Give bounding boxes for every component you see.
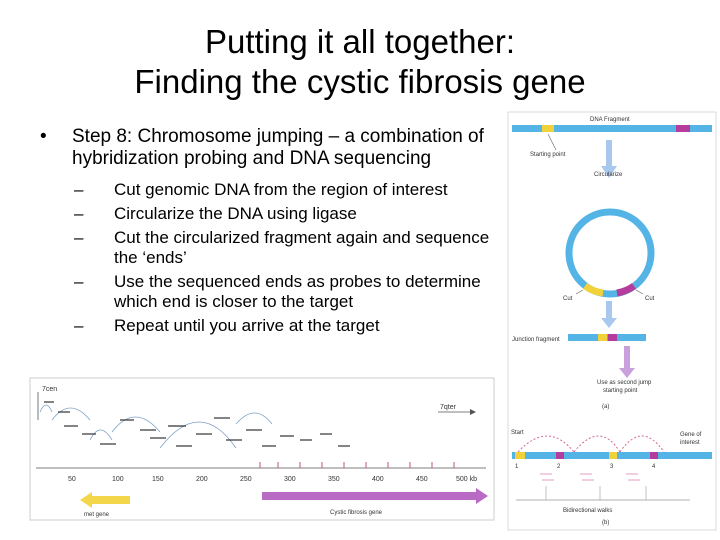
walk-number-2: 2 (557, 464, 561, 470)
probe-dashes (44, 401, 350, 447)
sub-bullet-text: Circularize the DNA using ligase (114, 204, 357, 223)
axis-tick-50: 50 (68, 476, 76, 483)
panel-a-label: (a) (602, 404, 609, 410)
starting-point-label: Starting point (530, 152, 566, 158)
gene-of-interest-label-1: Gene of (680, 432, 702, 438)
walk-marker-3 (609, 452, 617, 459)
sub-bullet-4: – Use the sequenced ends as probes to det… (74, 272, 510, 312)
sub-bullet-list: – Cut genomic DNA from the region of inte… (40, 180, 510, 336)
down-arrow-1-head (601, 166, 617, 178)
axis-tick-200: 200 (196, 476, 208, 483)
cut-left-leader (575, 289, 584, 295)
sub-bullet-1: – Cut genomic DNA from the region of inte… (74, 180, 510, 200)
jump-arc (111, 416, 161, 433)
axis-tick-500: 500 kb (456, 476, 477, 483)
bullet-list: • Step 8: Chromosome jumping – a combina… (40, 126, 510, 340)
dna-fragment-label: DNA Fragment (590, 117, 630, 123)
starting-point-marker (542, 125, 554, 132)
sub-bullet-marker: – (74, 204, 84, 223)
jump-arc (159, 421, 237, 449)
start-label: Start (511, 430, 524, 436)
met-gene-arrow (80, 492, 130, 508)
sub-bullet-text: Cut the circularized fragment again and … (114, 228, 490, 267)
sub-bullet-text: Repeat until you arrive at the target (114, 316, 380, 335)
axis-tick-150: 150 (152, 476, 164, 483)
sub-bullet-2: – Circularize the DNA using ligase (74, 204, 510, 224)
title-line-1: Putting it all together: (204, 23, 516, 60)
panel-b-label: (b) (602, 520, 609, 526)
starting-point-leader (547, 133, 557, 151)
jump-arcs (39, 404, 273, 449)
jump-arc (89, 429, 113, 441)
walk-start-marker (515, 452, 525, 459)
cf-gene-label: Cystic fibrosis gene (330, 510, 383, 516)
use-as-second-label: Use as second jump (597, 380, 652, 386)
cut-left-label: Cut (563, 296, 573, 302)
walk-marker-4 (650, 452, 658, 459)
circularize-label: Circularize (594, 172, 623, 178)
axis-tick-400: 400 (372, 476, 384, 483)
met-gene-label: met gene (84, 512, 110, 518)
dna-fragment-band (512, 125, 712, 132)
sub-bullet-marker: – (74, 316, 84, 335)
main-bullet-text: Step 8: Chromosome jumping – a combinati… (72, 126, 484, 169)
walk-arc-3 (619, 435, 665, 453)
axis-tick-350: 350 (328, 476, 340, 483)
axis-tick-100: 100 (112, 476, 124, 483)
walk-marker-2 (556, 452, 564, 459)
down-arrow-2 (606, 301, 612, 318)
gene-of-interest-label-2: interest (680, 440, 700, 446)
title-line-2: Finding the cystic fibrosis gene (134, 63, 586, 100)
axis-tick-300: 300 (284, 476, 296, 483)
cut-right-leader (635, 289, 644, 295)
starting-point-2-label: starting point (603, 388, 638, 394)
slide-title: Putting it all together: Finding the cys… (0, 22, 720, 102)
sub-bullet-text: Use the sequenced ends as probes to dete… (114, 272, 481, 311)
sub-bullet-5: – Repeat until you arrive at the target (74, 316, 510, 336)
walk-arc-1 (517, 435, 575, 453)
cf-gene-arrow (262, 488, 488, 504)
sub-bullet-text: Cut genomic DNA from the region of inter… (114, 180, 448, 199)
cut-right-label: Cut (645, 296, 655, 302)
restriction-sites (259, 462, 455, 468)
sub-bullet-3: – Cut the circularized fragment again and… (74, 228, 510, 268)
jump-arc (51, 407, 91, 421)
right-gene-label: 7qter (440, 404, 457, 411)
jump-arc (39, 404, 53, 413)
sub-bullet-marker: – (74, 272, 84, 291)
purple-arrow-head (619, 368, 635, 378)
down-arrow-1 (606, 140, 612, 166)
junction-magenta (608, 334, 617, 341)
circularized-dna (565, 208, 655, 298)
left-gene-label: 7cen (42, 386, 57, 393)
main-bullet: • Step 8: Chromosome jumping – a combina… (40, 126, 510, 170)
axis-tick-labels: 50 100 150 200 250 300 350 400 450 500 k… (68, 476, 477, 483)
junction-yellow (598, 334, 607, 341)
walk-number-4: 4 (652, 464, 656, 470)
bidirectional-walks-label: Bidirectional walks (563, 508, 612, 514)
circle-yellow-segment (582, 283, 604, 297)
junction-fragment-label: Junction fragment (512, 337, 560, 343)
bullet-marker: • (40, 126, 47, 147)
down-arrow-2-head (601, 318, 617, 328)
purple-arrow (624, 346, 630, 368)
sub-bullet-marker: – (74, 228, 84, 247)
sub-bullet-marker: – (74, 180, 84, 199)
axis-tick-450: 450 (416, 476, 428, 483)
jump-arc (235, 412, 273, 425)
circle-magenta-segment (616, 283, 637, 297)
right-gene-arrow-head (470, 409, 476, 415)
probe-marks (540, 473, 640, 481)
walk-number-1: 1 (515, 464, 519, 470)
walk-number-3: 3 (610, 464, 614, 470)
fragment-end-marker (676, 125, 690, 132)
axis-tick-250: 250 (240, 476, 252, 483)
